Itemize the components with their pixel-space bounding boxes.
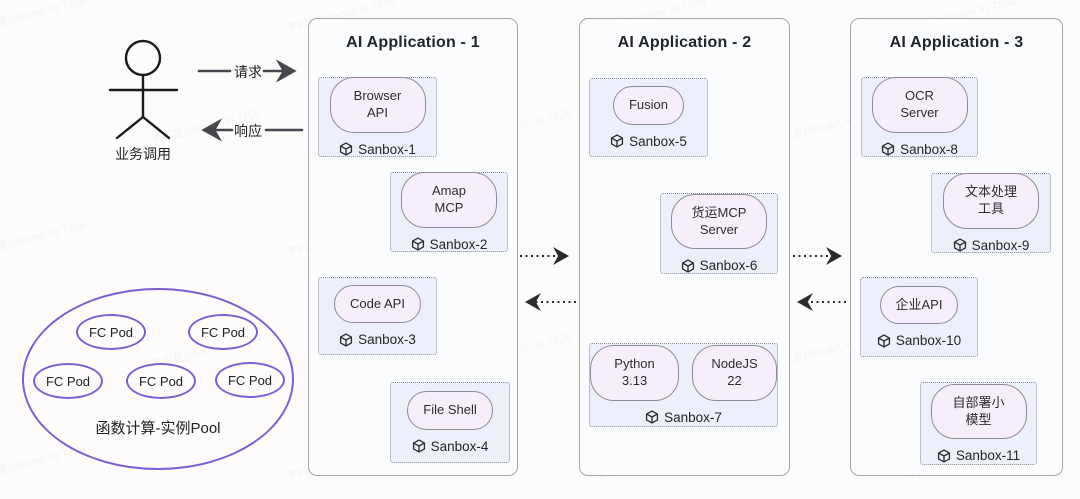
- sandbox-7: Python 3.13 NodeJS 22 Sanbox-7: [589, 343, 778, 427]
- cube-icon: [411, 237, 424, 251]
- sandbox-name: Sanbox-8: [900, 141, 958, 157]
- sandbox-pill: OCR Server: [871, 77, 968, 133]
- sandbox-name: Sanbox-4: [430, 438, 489, 454]
- sandbox-pill: Fusion: [612, 86, 685, 125]
- sandbox-name: Sanbox-6: [699, 258, 758, 274]
- sandbox-pill: 企业API: [879, 285, 959, 325]
- request-label: 请求: [234, 64, 262, 80]
- app-title: AI Application - 2: [617, 34, 752, 51]
- sandbox-pill: 货运MCP Server: [671, 193, 767, 250]
- sandbox-10: 企业API Sanbox-10: [860, 277, 978, 357]
- sandbox-pill: 文本处理工具: [943, 173, 1039, 229]
- actor-figure: [108, 39, 179, 140]
- sandbox-6: 货运MCP Server Sanbox-6: [660, 193, 778, 274]
- app-title: AI Application - 1: [346, 34, 480, 51]
- sandbox-name: Sanbox-11: [955, 448, 1021, 464]
- sandbox-2: Amap MCP Sanbox-2: [390, 172, 508, 252]
- sandbox-pill: Code API: [334, 284, 421, 324]
- fc-pod: FC Pod: [215, 362, 285, 398]
- fc-pod: FC Pod: [76, 314, 146, 350]
- cube-icon: [953, 238, 966, 252]
- sandbox-pill: 自部署小模型: [930, 383, 1027, 440]
- sandbox-3: Code API Sanbox-3: [318, 277, 437, 355]
- fc-pod: FC Pod: [126, 363, 196, 399]
- sandbox-name: Sanbox-7: [664, 409, 722, 425]
- sandbox-8: OCR Server Sanbox-8: [861, 77, 978, 157]
- sandbox-9: 文本处理工具 Sanbox-9: [931, 173, 1051, 253]
- cube-icon: [412, 439, 425, 454]
- sandbox-name: Sanbox-5: [629, 133, 687, 149]
- sandbox-pill: Python 3.13: [590, 345, 680, 401]
- cube-icon: [340, 333, 353, 347]
- cube-icon: [611, 134, 624, 149]
- sandbox-pill: File Shell: [407, 391, 493, 430]
- sandbox-pill: Amap MCP: [401, 172, 497, 228]
- cube-icon: [340, 142, 353, 156]
- cube-icon: [646, 410, 659, 424]
- response-label: 响应: [234, 123, 262, 139]
- fc-pool-label: 函数计算-实例Pool: [95, 420, 221, 437]
- sandbox-name: Sanbox-2: [429, 236, 488, 252]
- cube-icon: [937, 449, 950, 463]
- watermark-text: 李闪星(shanlei.9) 7256: [0, 0, 87, 35]
- sandbox-11: 自部署小模型 Sanbox-11: [920, 382, 1037, 465]
- sandbox-5: Fusion Sanbox-5: [589, 78, 708, 157]
- watermark-text: 李闪星(shanlei.9) 7256: [0, 217, 87, 260]
- sandbox-4: File Shell Sanbox-4: [390, 382, 510, 463]
- sandbox-pill: NodeJS 22: [692, 345, 777, 401]
- cube-icon: [681, 259, 694, 273]
- sandbox-name: Sanbox-3: [358, 332, 416, 348]
- actor-label: 业务调用: [115, 146, 171, 162]
- sandbox-name: Sanbox-10: [895, 333, 962, 349]
- sandbox-name: Sanbox-1: [358, 141, 416, 157]
- app-title: AI Application - 3: [889, 34, 1024, 51]
- fc-pool-ellipse: [22, 288, 294, 470]
- sandbox-name: Sanbox-9: [971, 237, 1030, 253]
- fc-pod: FC Pod: [188, 314, 258, 350]
- cube-icon: [882, 142, 895, 156]
- app2-app3-arrows: [793, 247, 846, 311]
- cube-icon: [877, 334, 890, 348]
- fc-pod: FC Pod: [33, 363, 103, 399]
- sandbox-pill: Browser API: [329, 77, 426, 133]
- app1-app2-arrows: [520, 247, 576, 311]
- sandbox-1: Browser API Sanbox-1: [318, 77, 437, 157]
